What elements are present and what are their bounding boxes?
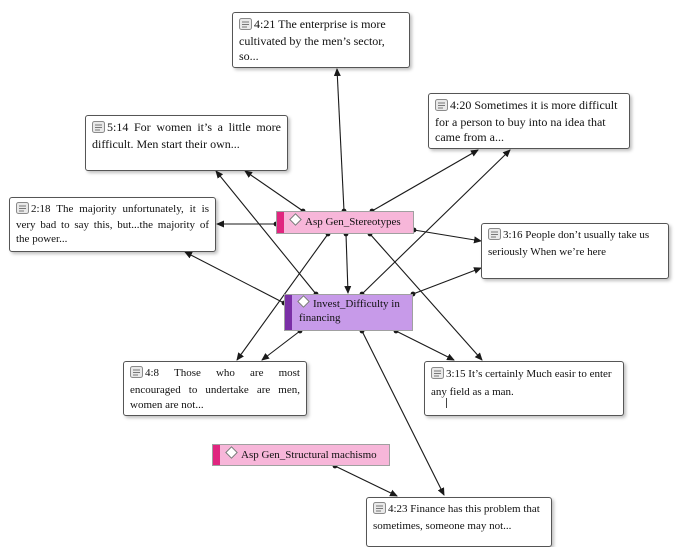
code-diamond-icon [225,446,238,459]
quote-node-3-16[interactable]: 3:16 People don’t usually take us seriou… [481,223,669,279]
code-label: Invest_Difficulty in financing [299,298,400,324]
quote-text: 4:23 Finance has this problem that somet… [373,503,540,532]
edge-stereotypes-to-invest [344,233,352,294]
edge-stereotypes-to-q420 [371,149,479,212]
quotation-icon [16,202,29,218]
quote-node-3-15[interactable]: 3:15 It’s certainly Much easir to enter … [424,361,624,416]
quote-text: 2:18 The majority unfortunately, it is v… [16,203,209,245]
code-diamond-icon [297,295,310,308]
quote-node-2-18[interactable]: 2:18 The majority unfortunately, it is v… [9,197,216,252]
quote-text: 3:16 People don’t usually take us seriou… [488,229,650,258]
quotation-icon [435,99,448,115]
quote-text: 4:20 Sometimes it is more difficult for … [435,98,618,144]
code-color-bar [213,445,220,465]
quote-node-4-23[interactable]: 4:23 Finance has this problem that somet… [366,497,552,547]
edge-stereotypes-to-q316 [413,229,482,244]
edge-invest-to-q514 [215,170,317,295]
edge-stereotypes-to-q421 [333,68,345,212]
quote-text: 4:8 Those who are most encouraged to und… [130,367,300,411]
quote-text: 5:14 For women it’s a little more diffic… [92,120,281,151]
edge-invest-to-q48 [261,330,301,361]
quote-node-4-21[interactable]: 4:21 The enterprise is more cultivated b… [232,12,410,68]
quotation-icon [373,502,386,519]
quote-text: 3:15 It’s certainly Much easir to enter … [431,368,612,398]
quote-node-4-20[interactable]: 4:20 Sometimes it is more difficult for … [428,93,630,149]
quote-node-5-14[interactable]: 5:14 For women it’s a little more diffic… [85,115,288,171]
text-cursor [446,398,447,408]
edge-machismo-to-q423 [334,465,398,497]
edge-invest-to-q420 [361,149,511,295]
code-label: Asp Gen_Stereotypes [305,216,401,228]
quotation-icon [488,228,501,245]
code-color-bar [277,212,284,233]
quotation-icon [92,121,105,137]
quote-text: 4:21 The enterprise is more cultivated b… [239,17,386,63]
quotation-icon [431,367,444,384]
code-node-invest-difficulty-in-financing[interactable]: Invest_Difficulty in financing [284,294,413,331]
edge-invest-to-q218 [184,251,285,304]
edge-stereotypes-to-q48 [236,233,329,361]
edge-stereotypes-to-q514 [244,170,304,212]
code-node-asp-gen-structural-machismo[interactable]: Asp Gen_Structural machismo [212,444,390,466]
code-node-asp-gen-stereotypes[interactable]: Asp Gen_Stereotypes [276,211,414,234]
code-label: Asp Gen_Structural machismo [241,449,377,461]
edge-invest-to-q423 [361,330,445,496]
quotation-icon [239,18,252,34]
edge-invest-to-q315 [395,330,455,361]
edge-stereotypes-to-q315 [369,233,483,361]
code-color-bar [285,295,292,330]
edge-invest-to-q316 [412,267,482,295]
quotation-icon [130,366,143,383]
code-diamond-icon [289,213,302,226]
quote-node-4-8[interactable]: 4:8 Those who are most encouraged to und… [123,361,307,416]
